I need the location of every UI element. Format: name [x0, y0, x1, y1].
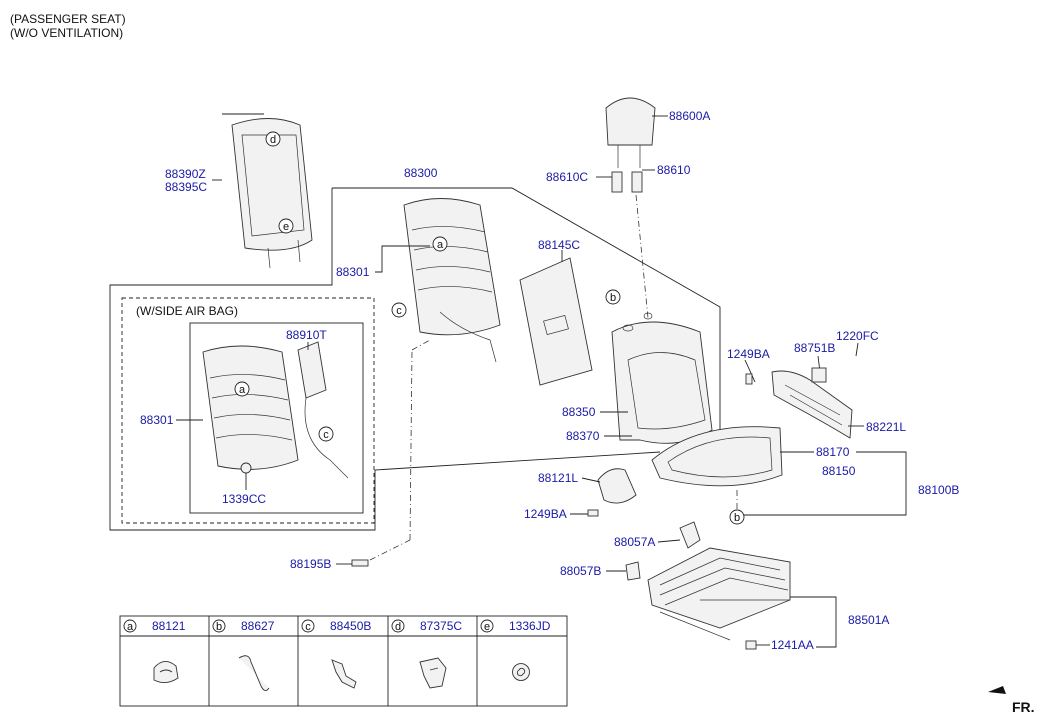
callout-a-airbag — [234, 381, 250, 397]
connector-bracket-icon — [331, 659, 357, 689]
legend-part-88121: 88121 — [152, 619, 186, 633]
legend-letter-circle-d — [391, 619, 405, 633]
part-88057A: 88057A — [614, 535, 655, 549]
screw-part — [587, 509, 599, 517]
clip-icon — [153, 661, 179, 683]
part-88350: 88350 — [562, 405, 596, 419]
part-88145C: 88145C — [538, 238, 580, 252]
grommet-icon — [512, 663, 530, 681]
seat-back-cover-part — [231, 118, 313, 269]
front-indicator-label: FR. — [1012, 699, 1035, 715]
callout-c-frame — [391, 302, 407, 318]
bracket-88057A-part — [679, 521, 701, 549]
nut-1339CC-part — [240, 462, 252, 474]
callout-c-airbag — [318, 426, 334, 442]
callout-c-text-2: c — [323, 429, 329, 441]
part-1241AA: 1241AA — [771, 638, 814, 652]
part-1249BA-right: 1249BA — [727, 347, 770, 361]
side-cover-part — [597, 468, 637, 504]
leader-88100B — [744, 451, 907, 516]
part-88751B: 88751B — [794, 341, 835, 355]
callout-c-text-1: c — [396, 305, 402, 317]
legend-part-1336JD: 1336JD — [509, 619, 551, 633]
callout-b-cushion — [729, 509, 745, 525]
diagram-header: (PASSENGER SEAT) (W/O VENTILATION) — [10, 12, 126, 40]
part-88100B: 88100B — [918, 483, 959, 497]
seat-track-part — [647, 547, 791, 641]
legend-letter-b: b — [216, 621, 222, 633]
callout-b-text-2: b — [734, 512, 740, 524]
bracket-icon — [419, 657, 447, 689]
legend-letter-circle-e — [480, 619, 494, 633]
callout-b-back — [605, 289, 621, 305]
part-88170: 88170 — [816, 445, 850, 459]
part-88121L: 88121L — [538, 471, 578, 485]
part-88301-top: 88301 — [336, 265, 370, 279]
front-arrow-icon — [988, 686, 1006, 694]
bolt-part — [745, 373, 753, 385]
part-88221L: 88221L — [866, 420, 906, 434]
callout-a-text-2: a — [239, 384, 246, 396]
bracket-88057B-part — [625, 561, 641, 581]
back-panel-part — [519, 257, 593, 386]
part-1249BA-left: 1249BA — [524, 507, 567, 521]
part-1220FC: 1220FC — [836, 329, 879, 343]
callout-a-text-1: a — [437, 239, 444, 251]
header-line-1: (PASSENGER SEAT) — [10, 12, 126, 26]
leader-88301-top — [375, 245, 430, 273]
legend-letter-d: d — [395, 621, 401, 633]
legend-letter-circle-b — [212, 619, 226, 633]
header-line-2: (W/O VENTILATION) — [10, 26, 124, 40]
legend-letter-c: c — [305, 621, 311, 633]
callout-d-text: d — [270, 134, 276, 146]
part-1339CC: 1339CC — [222, 492, 266, 506]
legend-letter-circle-a — [123, 619, 137, 633]
bolt-1241AA-part — [745, 640, 757, 650]
group-outline-right — [332, 187, 721, 450]
part-88150: 88150 — [822, 464, 856, 478]
part-88395C: 88395C — [165, 180, 207, 194]
callout-b-text-1: b — [610, 292, 616, 304]
headrest-part — [605, 97, 656, 168]
wire-hook-icon — [238, 655, 270, 691]
leader-88501A — [790, 596, 837, 648]
seat-cushion-part — [651, 426, 783, 487]
part-88600A: 88600A — [669, 109, 710, 123]
legend-letter-e: e — [484, 621, 490, 633]
legend-part-88627: 88627 — [241, 619, 275, 633]
bolt-88195B-part — [351, 559, 369, 567]
part-88301-airbag: 88301 — [140, 413, 174, 427]
side-airbag-title: (W/SIDE AIR BAG) — [136, 304, 238, 318]
part-88057B: 88057B — [560, 564, 601, 578]
side-airbag-box — [121, 297, 375, 524]
part-88390Z: 88390Z — [165, 167, 206, 181]
group-outline — [109, 188, 661, 531]
part-88370: 88370 — [566, 429, 600, 443]
side-airbag-module-part — [297, 341, 349, 479]
legend-letter-a: a — [127, 621, 134, 633]
part-88300: 88300 — [404, 166, 438, 180]
legend-part-87375C: 87375C — [420, 619, 462, 633]
part-88195B: 88195B — [290, 557, 331, 571]
airbag-seat-frame-part — [202, 345, 299, 470]
side-airbag-inner-box — [189, 322, 364, 514]
legend-part-88450B: 88450B — [330, 619, 371, 633]
callout-d-back — [265, 131, 281, 147]
seat-back-frame-part — [403, 198, 501, 363]
callout-e-back — [278, 218, 294, 234]
callout-a-frame — [432, 236, 448, 252]
callout-e-text: e — [283, 221, 289, 233]
legend-letter-circle-c — [301, 619, 315, 633]
legend-table — [119, 615, 568, 707]
seat-back-cushion-part — [611, 312, 713, 444]
part-88501A: 88501A — [848, 613, 889, 627]
part-88610: 88610 — [657, 163, 691, 177]
headrest-guide-part — [611, 171, 643, 193]
side-shield-part — [771, 367, 853, 439]
part-88610C: 88610C — [546, 170, 588, 184]
part-88910T: 88910T — [286, 328, 327, 342]
